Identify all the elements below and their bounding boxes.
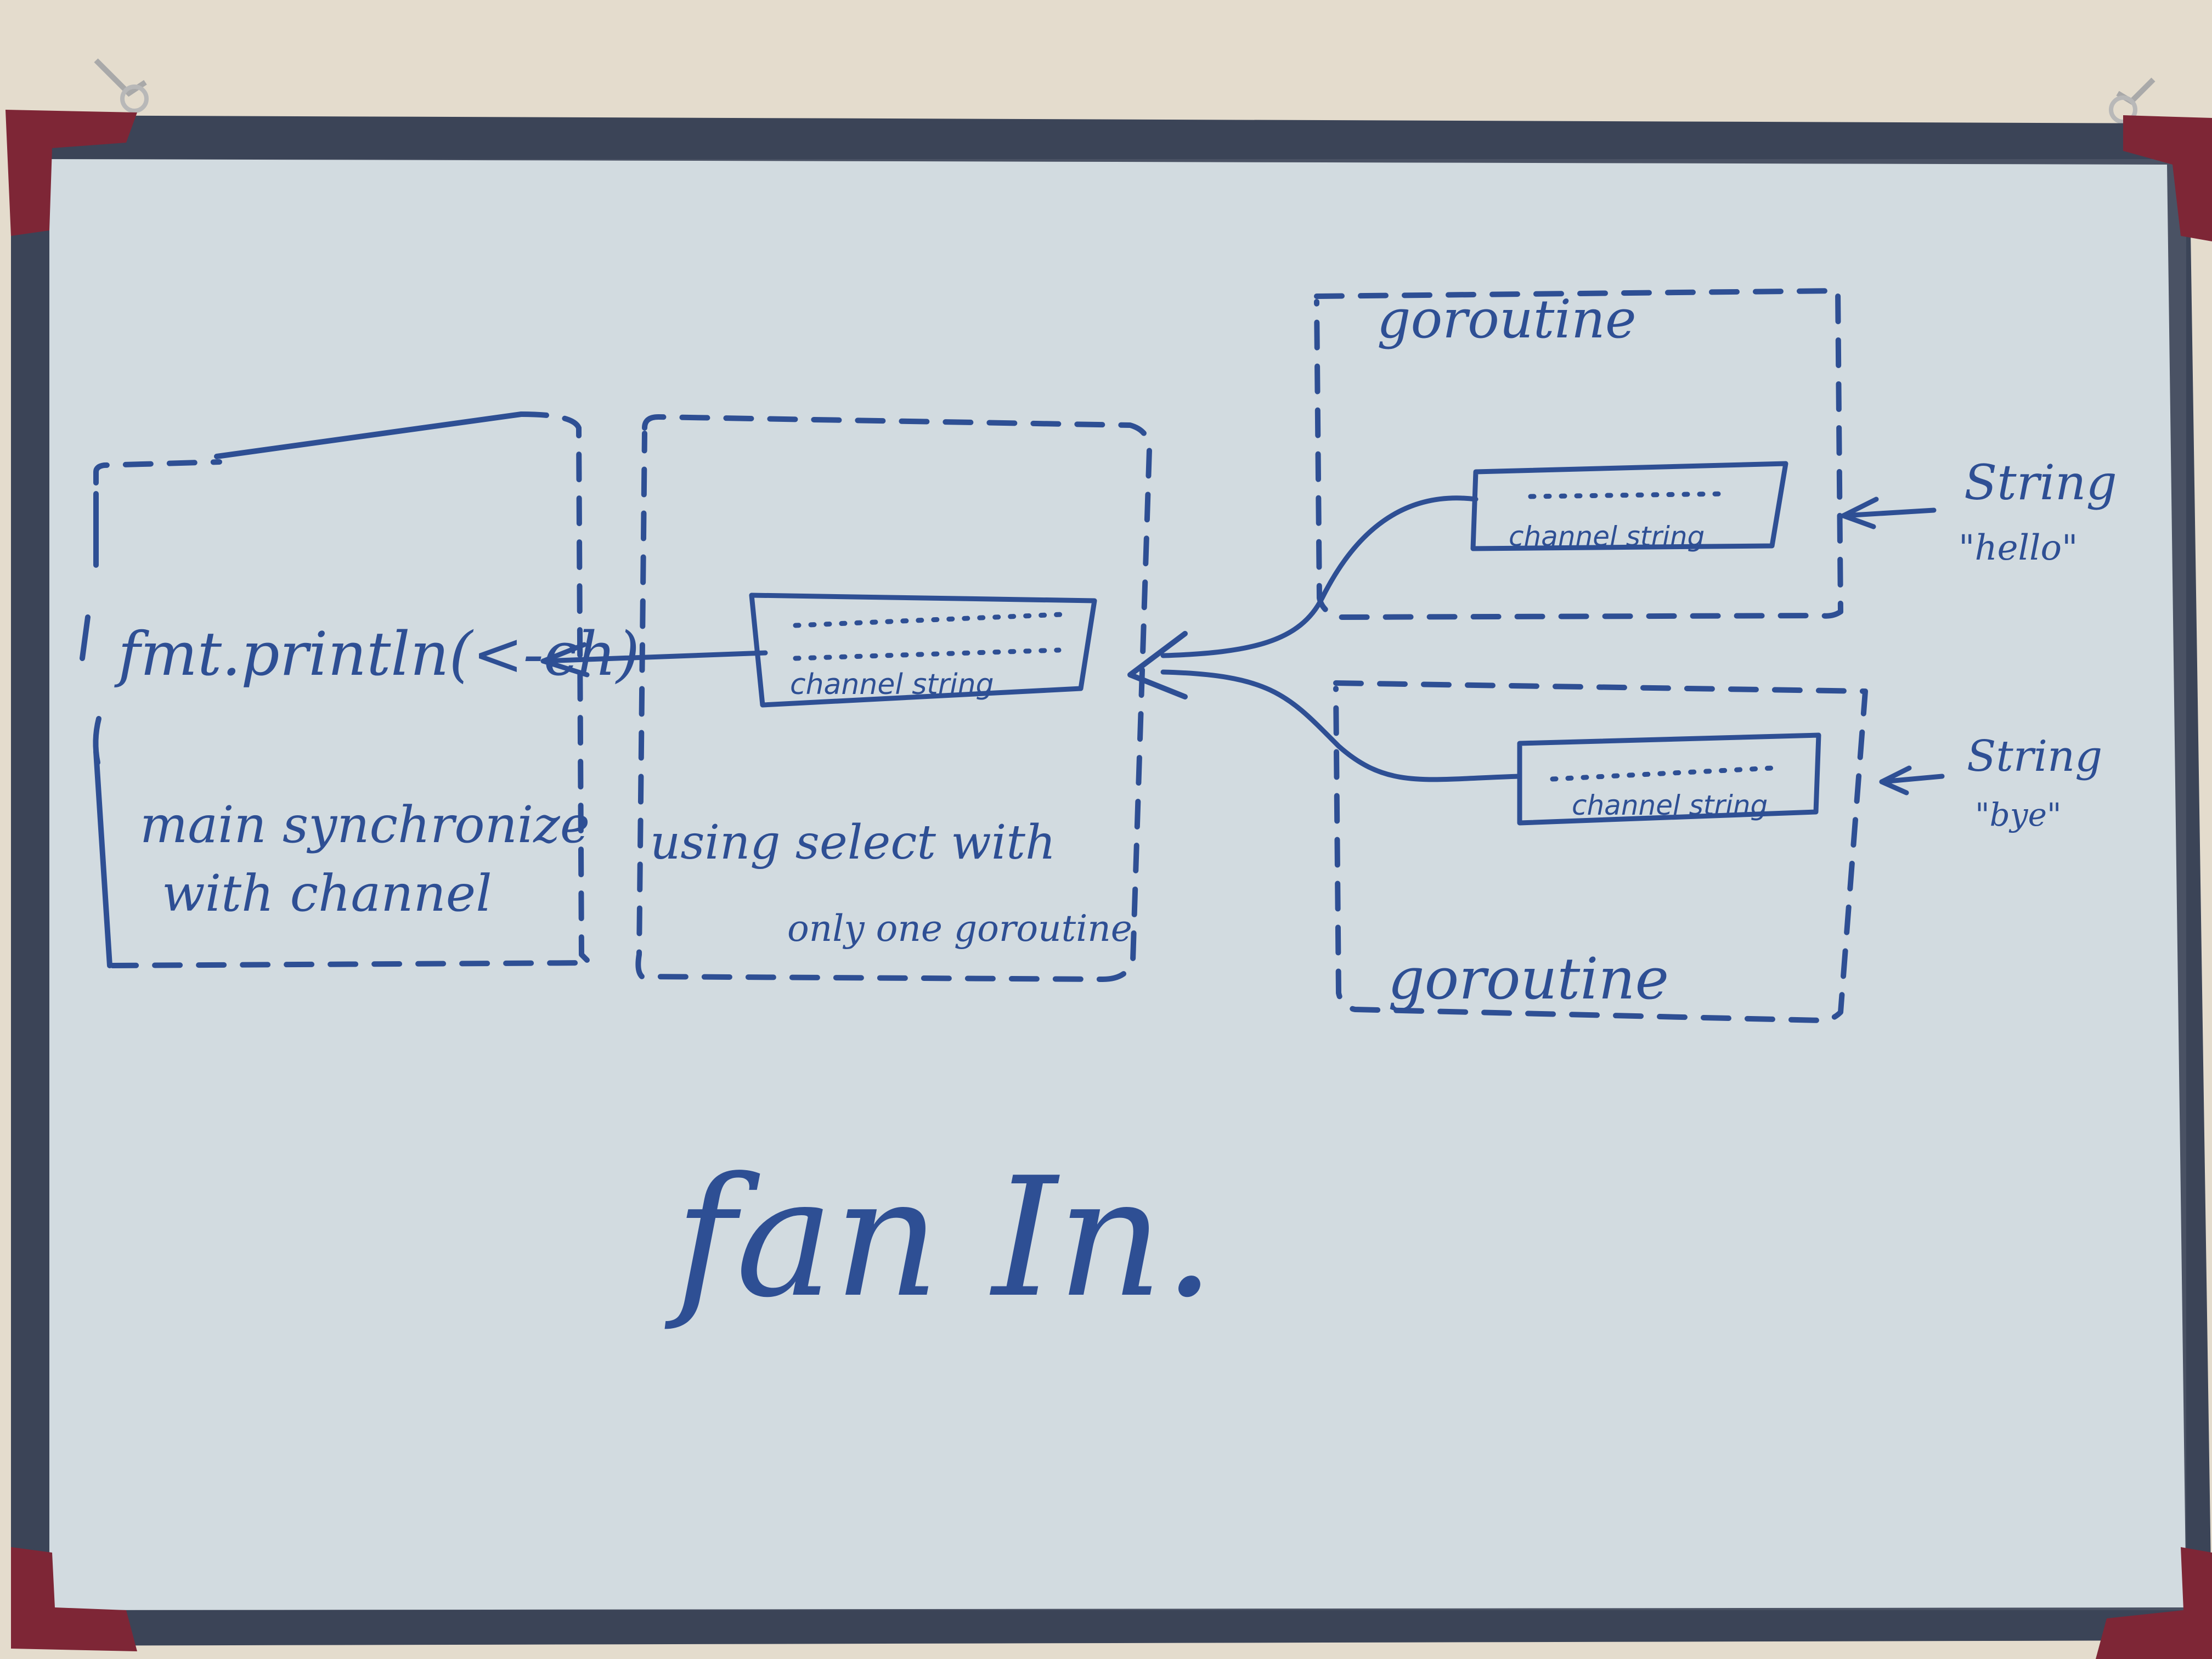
goroutine-top-title: goroutine <box>1377 289 1637 350</box>
goroutine-top-channel: channel string <box>1470 461 1788 552</box>
main-code-text: fmt.println(<-ch) <box>114 619 640 689</box>
select-channel-label: channel string <box>790 668 994 701</box>
select-channel-buffer: channel string <box>749 592 1097 708</box>
goroutine-bottom-input-value: "bye" <box>1975 796 2062 833</box>
goroutine-bottom-title: goroutine <box>1388 945 1669 1012</box>
goroutine-top-box: goroutine channel string String "hello" <box>1314 288 2117 620</box>
frame-corner-bottom-left <box>11 1547 137 1651</box>
arrow-hello-input <box>1841 496 1937 529</box>
frame-corner-top-right <box>2123 115 2212 241</box>
diagram-title: fan In. <box>664 1142 1215 1334</box>
frame-corner-top-left <box>5 110 137 236</box>
goroutine-bottom-channel: channel string <box>1517 732 1821 826</box>
arrow-select-to-main <box>540 642 768 678</box>
main-caption-line2: with channel <box>162 864 492 923</box>
goroutine-bottom-input-type: String <box>1967 732 2102 781</box>
board-shading <box>49 159 2186 1610</box>
goroutine-top-channel-label: channel string <box>1509 521 1705 552</box>
arrow-bye-input <box>1879 765 1945 795</box>
goroutine-bottom-box: channel string goroutine String "bye" <box>1333 680 2102 1023</box>
select-box: channel string using select with only on… <box>635 414 1152 982</box>
main-caption-line1: main synchronize <box>140 795 590 854</box>
whiteboard-surface <box>49 159 2186 1610</box>
select-caption-line1: using select with <box>650 815 1056 870</box>
select-caption-line2: only one goroutine <box>787 907 1132 950</box>
frame-corner-bottom-right <box>2096 1547 2212 1659</box>
goroutine-bottom-channel-label: channel string <box>1572 789 1768 821</box>
wall-hook-left <box>94 58 149 113</box>
goroutine-top-input-type: String <box>1964 454 2117 511</box>
main-box: fmt.println(<-ch) main synchronize with … <box>80 411 640 968</box>
goroutine-top-input-value: "hello" <box>1959 528 2078 568</box>
